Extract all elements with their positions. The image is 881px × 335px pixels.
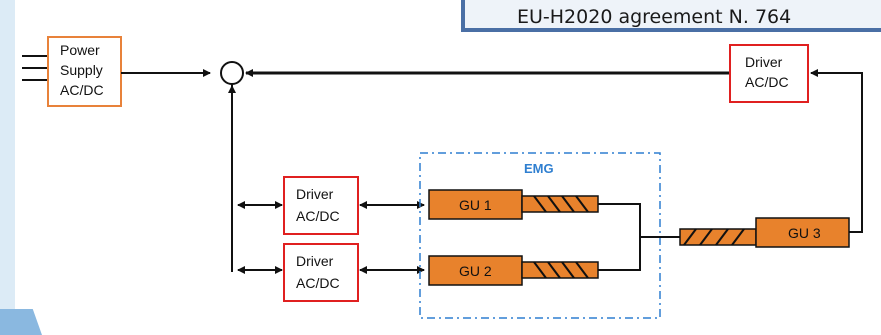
gu1-shaft-hatch (533, 195, 589, 213)
driver-top-box (729, 44, 809, 103)
driver-top-label-2: AC/DC (745, 74, 789, 90)
gu2-box (428, 255, 523, 286)
funding-banner: EU-H2020 agreement N. 764 (461, 0, 881, 32)
driver-top-label-1: Driver (745, 54, 783, 70)
driver-1-label-1: Driver (296, 186, 334, 202)
driver-2-label-1: Driver (296, 253, 334, 269)
power-supply-box (47, 36, 122, 107)
gu3-feedback-line (810, 69, 863, 233)
gu2-label: GU 2 (459, 263, 492, 279)
driver-1-label-2: AC/DC (296, 208, 340, 224)
gu3-shaft-hatch (683, 228, 745, 246)
driver-1-box (283, 176, 359, 235)
emg-label: EMG (524, 161, 554, 176)
input-lines (22, 55, 48, 81)
gu2-shaft-hatch (533, 261, 589, 279)
gu3-box (755, 217, 850, 248)
summing-junction (220, 61, 244, 85)
emg-group-box (419, 152, 661, 319)
power-supply-label-1: Power (60, 42, 100, 58)
driver-2-box (283, 243, 359, 302)
power-supply-label-3: AC/DC (60, 82, 104, 98)
gu1-label: GU 1 (459, 197, 492, 213)
shaft-merge-lines (598, 203, 680, 271)
power-supply-label-2: Supply (60, 62, 103, 78)
driver-2-label-2: AC/DC (296, 275, 340, 291)
gu3-label: GU 3 (788, 225, 821, 241)
